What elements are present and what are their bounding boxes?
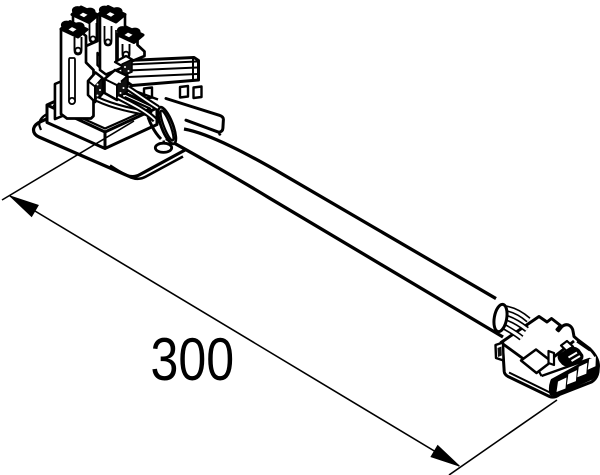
svg-text:300: 300 bbox=[151, 326, 235, 393]
